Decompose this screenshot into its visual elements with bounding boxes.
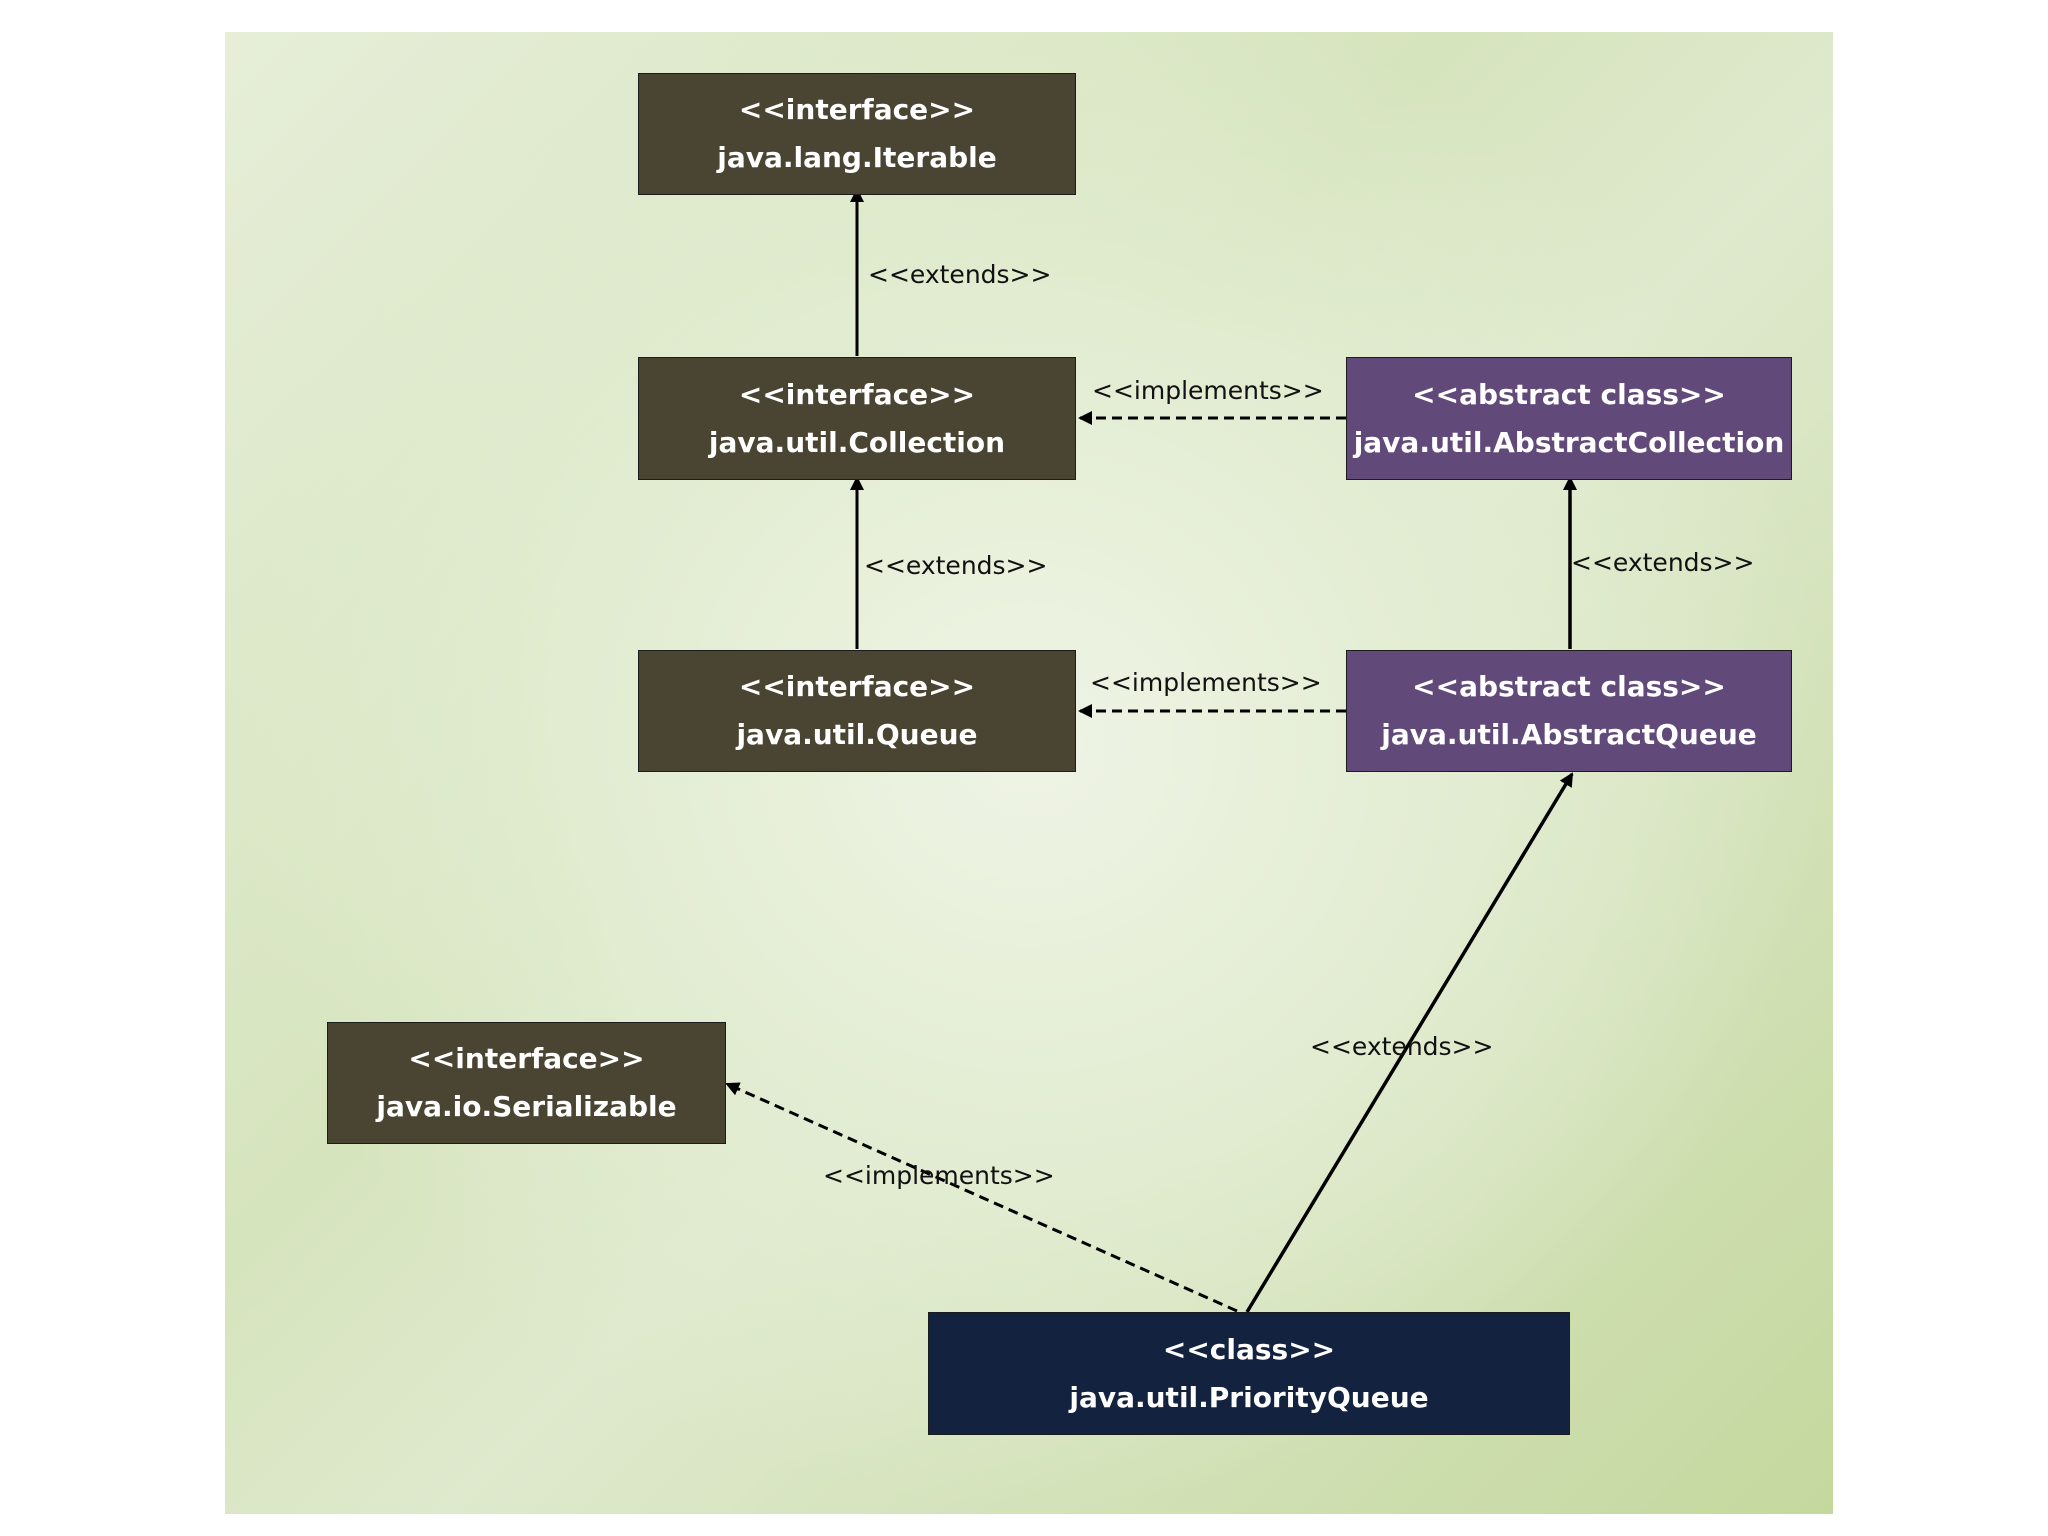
edge-label-priorityqueue-extends-abstractqueue: <<extends>> [1310,1032,1494,1061]
node-abstract-collection-stereotype: <<abstract class>> [1412,377,1726,411]
node-priority-queue[interactable]: <<class>> java.util.PriorityQueue [928,1312,1570,1435]
node-priority-queue-name: java.util.PriorityQueue [1069,1380,1429,1414]
node-abstract-collection-name: java.util.AbstractCollection [1353,425,1785,459]
diagram-canvas: <<interface>> java.lang.Iterable <<inter… [225,32,1833,1514]
node-abstract-queue-name: java.util.AbstractQueue [1381,718,1757,751]
node-queue[interactable]: <<interface>> java.util.Queue [638,650,1076,772]
node-collection[interactable]: <<interface>> java.util.Collection [638,357,1076,480]
node-iterable-name: java.lang.Iterable [717,141,997,174]
node-serializable-name: java.io.Serializable [376,1090,677,1123]
node-priority-queue-stereotype: <<class>> [1162,1332,1336,1366]
node-abstract-collection[interactable]: <<abstract class>> java.util.AbstractCol… [1346,357,1792,480]
edge-label-abstractqueue-extends-abstractcollection: <<extends>> [1571,548,1755,577]
edge-label-abstractqueue-implements-queue: <<implements>> [1090,668,1322,697]
node-collection-stereotype: <<interface>> [738,377,976,411]
edge-label-priorityqueue-implements-serializable: <<implements>> [823,1161,1055,1190]
edge-label-queue-extends-collection: <<extends>> [864,551,1048,580]
node-serializable[interactable]: <<interface>> java.io.Serializable [327,1022,726,1144]
edge-priorityqueue-extends-abstractqueue [1245,772,1574,1313]
node-collection-name: java.util.Collection [708,425,1006,459]
node-abstract-queue[interactable]: <<abstract class>> java.util.AbstractQue… [1346,650,1792,772]
node-serializable-stereotype: <<interface>> [408,1042,645,1075]
node-abstract-queue-stereotype: <<abstract class>> [1412,670,1726,703]
edges-layer [725,188,1577,1313]
edge-label-collection-extends-iterable: <<extends>> [868,260,1052,289]
edge-label-abstractcollection-implements-collection: <<implements>> [1092,376,1324,405]
node-queue-name: java.util.Queue [736,718,978,751]
node-iterable[interactable]: <<interface>> java.lang.Iterable [638,73,1076,195]
edge-priorityqueue-implements-serializable [725,1082,1238,1313]
node-iterable-stereotype: <<interface>> [738,93,976,126]
node-queue-stereotype: <<interface>> [738,670,976,703]
